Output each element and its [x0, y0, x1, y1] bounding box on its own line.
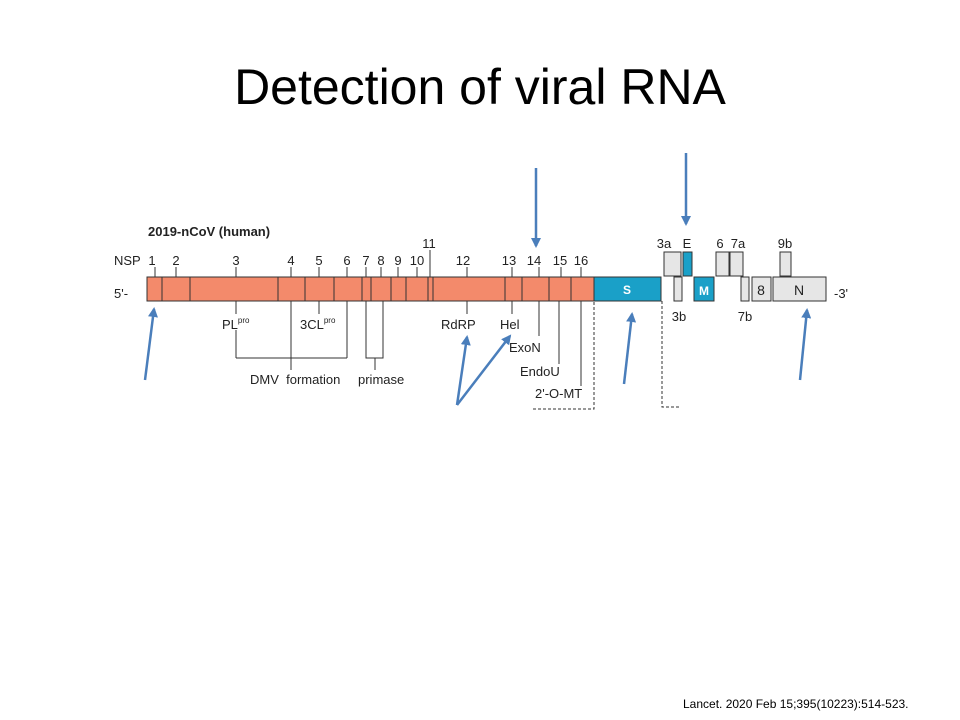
- gene-3b-box: [673, 276, 683, 302]
- nsp-number-14: 14: [527, 253, 541, 268]
- gene-8-label: 8: [757, 282, 765, 298]
- nsp-number-12: 12: [456, 253, 470, 268]
- gene-7a-box: [729, 251, 744, 277]
- 3cl-pro-label: 3CLpro: [300, 316, 336, 332]
- gene-9b-label: 9b: [778, 236, 792, 251]
- omt-label: 2'-O-MT: [535, 386, 582, 401]
- 3cl-superscript: pro: [324, 316, 336, 325]
- pl-pro-label: PLpro: [222, 316, 250, 332]
- hel-label: Hel: [500, 317, 520, 332]
- nsp-number-11: 11: [422, 236, 436, 251]
- gene-6-label: 6: [716, 236, 723, 251]
- citation: Lancet. 2020 Feb 15;395(10223):514-523.: [683, 697, 909, 711]
- nsp-label: NSP: [114, 253, 141, 268]
- gene-m-box: [693, 276, 715, 302]
- gene-n-label: N: [794, 282, 804, 298]
- gene-n-box: [772, 276, 827, 302]
- nsp-number-3: 3: [232, 253, 239, 268]
- pointer-arrows: [143, 153, 812, 406]
- nsp-ticks: [154, 250, 582, 277]
- gene-3a-label: 3a: [657, 236, 672, 251]
- virus-label: 2019-nCoV (human): [148, 224, 270, 239]
- gene-m-label: M: [699, 284, 709, 298]
- arrow-to-rdrp: [455, 335, 471, 406]
- gene-s-label: S: [623, 283, 631, 297]
- arrow-to-n-gene: [798, 308, 812, 381]
- nsp-number-16: 16: [574, 253, 588, 268]
- pl-text: PL: [222, 317, 238, 332]
- rdrp-label: RdRP: [441, 317, 476, 332]
- nsp-number-8: 8: [377, 253, 384, 268]
- nsp-number-2: 2: [172, 253, 179, 268]
- nsp-number-10: 10: [410, 253, 424, 268]
- gene-9b-box: [779, 251, 792, 277]
- gene-3b-label: 3b: [672, 309, 686, 324]
- dmv-formation-label: DMV formation: [250, 372, 340, 387]
- nsp-number-4: 4: [287, 253, 294, 268]
- nsp-number-13: 13: [502, 253, 516, 268]
- gene-8-box: [751, 276, 772, 302]
- primase-label: primase: [358, 372, 404, 387]
- nsp-number-7: 7: [362, 253, 369, 268]
- nsp-number-5: 5: [315, 253, 322, 268]
- three-prime-label: -3': [834, 286, 848, 301]
- nsp-number-6: 6: [343, 253, 350, 268]
- nsp-dividers: [161, 277, 572, 301]
- arrow-to-hel: [456, 334, 512, 406]
- gene-s-box: [593, 276, 662, 302]
- slide-title: Detection of viral RNA: [234, 59, 726, 115]
- arrow-to-five-prime: [143, 307, 158, 381]
- 3cl-text: 3CL: [300, 317, 324, 332]
- endou-label: EndoU: [520, 364, 560, 379]
- gene-3a-box: [663, 251, 682, 277]
- five-prime-label: 5'-: [114, 286, 128, 301]
- protein-connectors: [235, 301, 680, 410]
- gene-e-box: [682, 251, 693, 277]
- exon-label: ExoN: [509, 340, 541, 355]
- gene-e-label: E: [683, 236, 692, 251]
- gene-7b-box: [740, 276, 750, 302]
- nsp-number-1: 1: [148, 253, 155, 268]
- pl-superscript: pro: [238, 316, 250, 325]
- gene-7a-label: 7a: [731, 236, 746, 251]
- gene-6-box: [715, 251, 730, 277]
- gene-7b-label: 7b: [738, 309, 752, 324]
- arrow-to-s-gene: [622, 312, 637, 385]
- nsp-number-9: 9: [394, 253, 401, 268]
- nsp-number-15: 15: [553, 253, 567, 268]
